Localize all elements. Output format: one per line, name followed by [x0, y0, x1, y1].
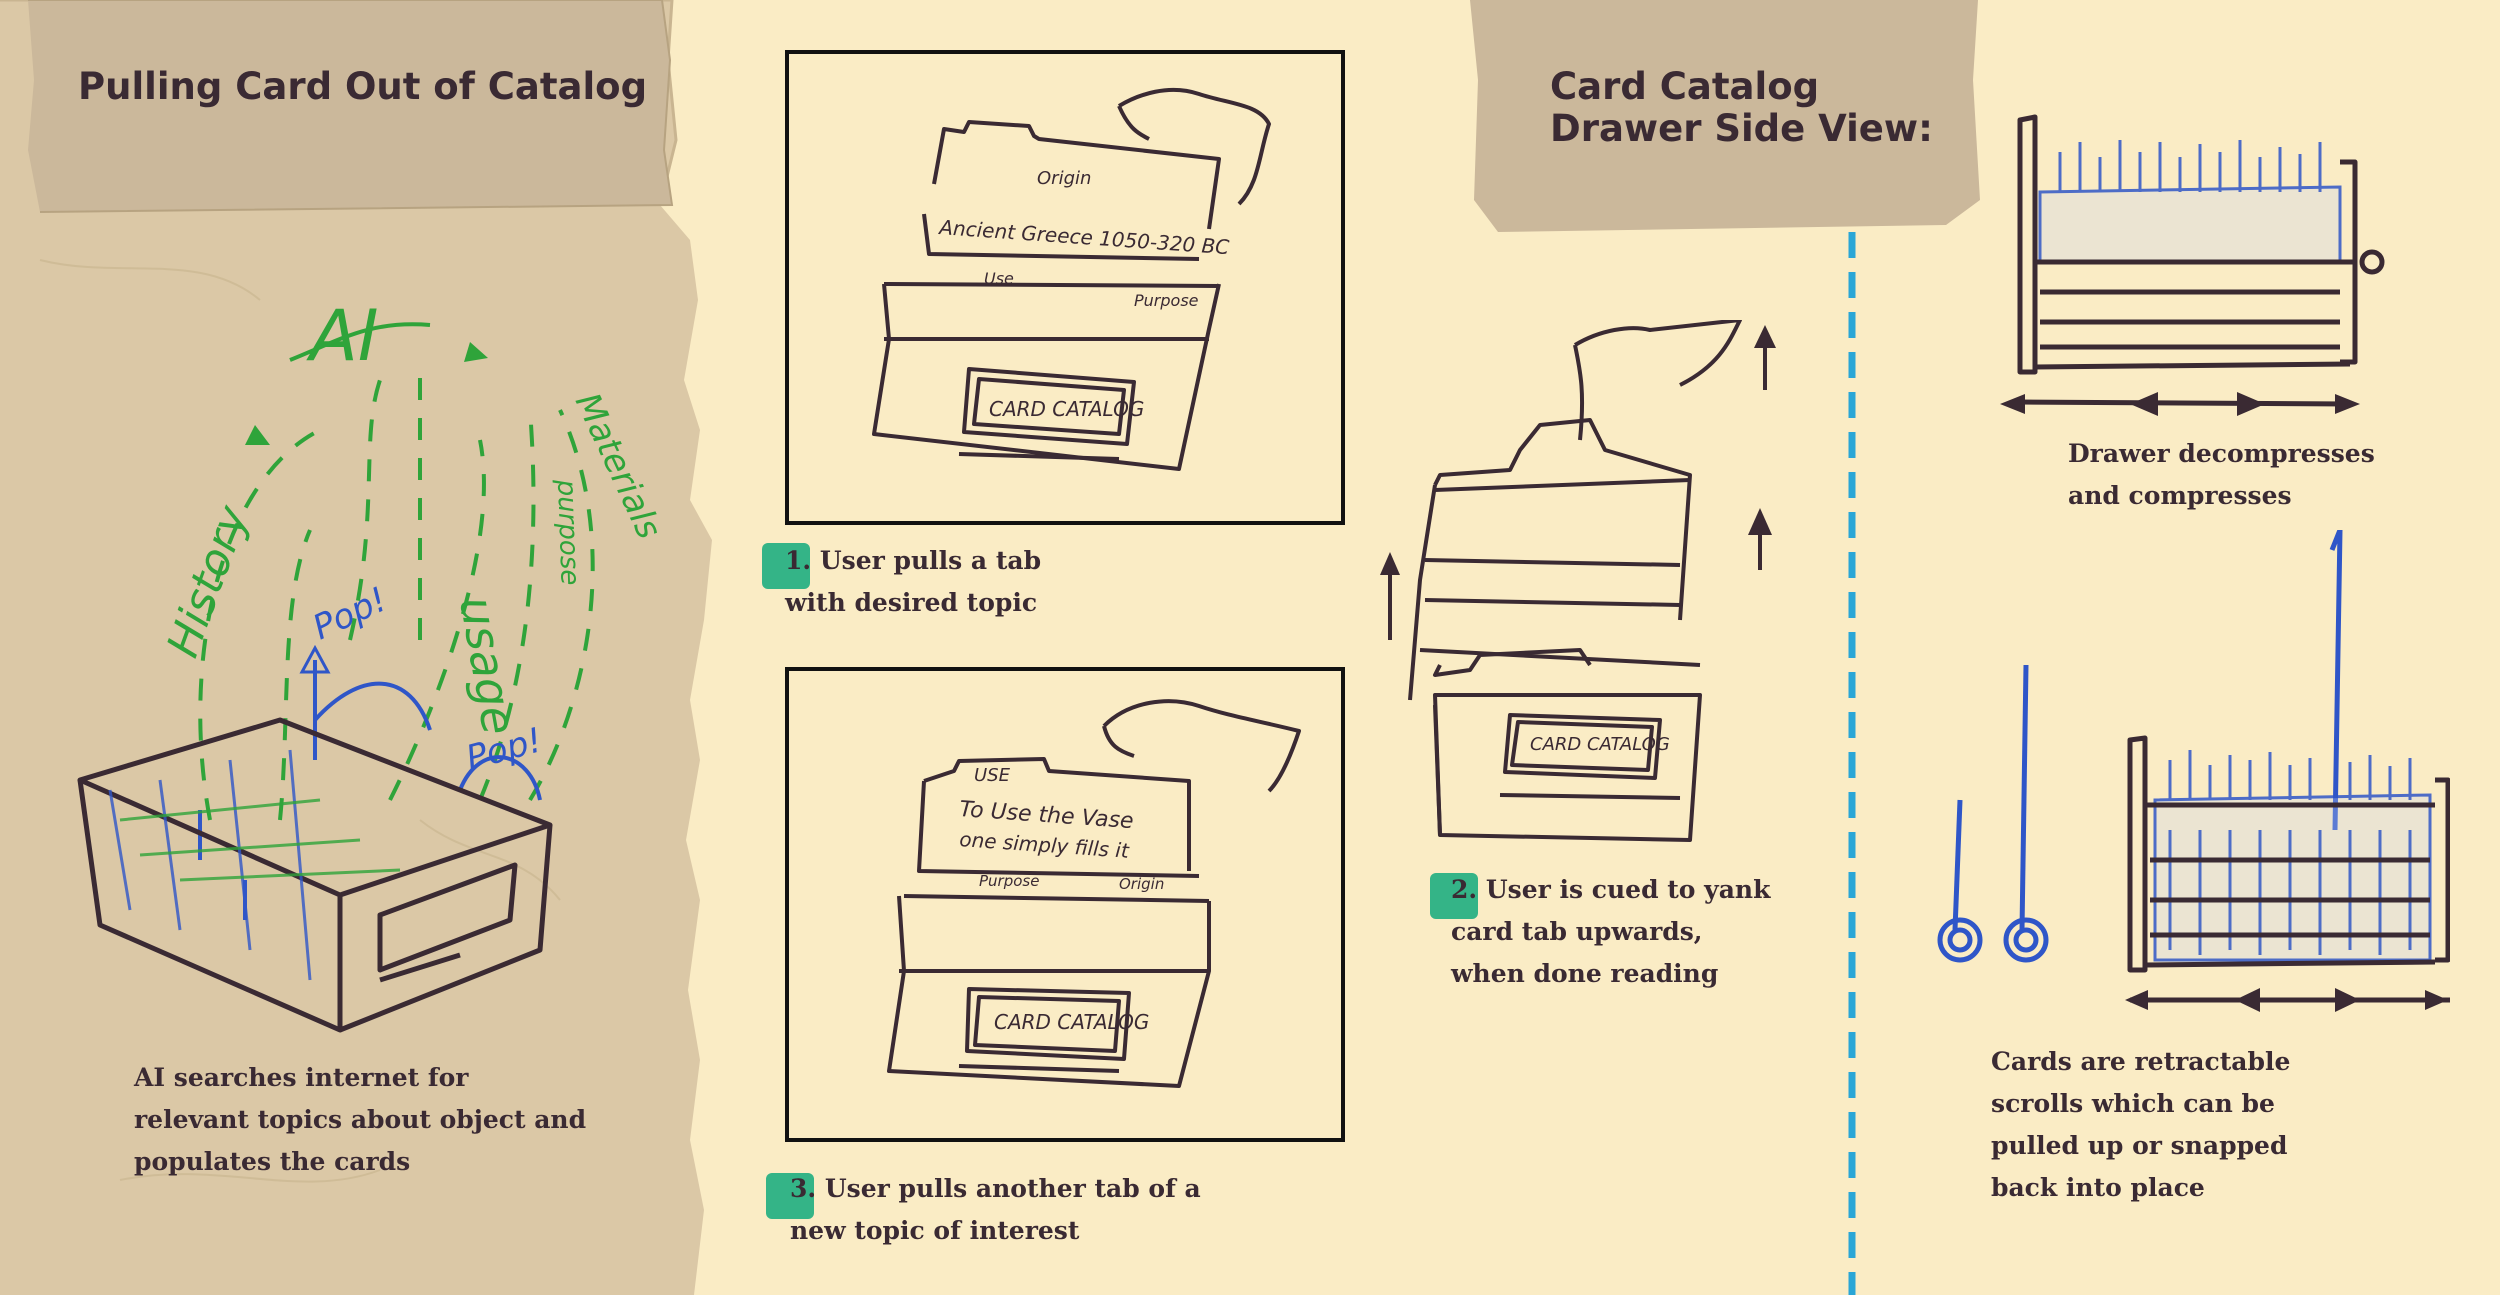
up-arrow-icon — [1380, 552, 1400, 575]
step-1-card-text: Ancient Greece 1050-320 BC — [937, 215, 1230, 259]
step-1-drawer-label: CARD CATALOG — [989, 397, 1144, 421]
card-catalog-sketch-step-1: Origin Ancient Greece 1050-320 BC Use Pu… — [872, 87, 1271, 471]
left-arrow-icon — [2130, 392, 2158, 416]
card-catalog-sketch-step-3: USE To Use the Vase one simply fills it … — [887, 699, 1301, 1088]
step-1-right-tab-label: Purpose — [1134, 291, 1199, 310]
step-2-number: 2. — [1451, 875, 1478, 904]
drawer-caption: Drawer decompresses and compresses — [2068, 439, 2375, 510]
left-panel-caption: AI searches internet for relevant topics… — [134, 1063, 587, 1176]
left-arrow-icon — [2125, 990, 2148, 1010]
side-view-title: Card Catalog Drawer Side View: — [1550, 65, 1933, 150]
dashed-divider — [1848, 232, 1856, 1295]
right-arrow-icon — [2425, 990, 2448, 1010]
up-arrow-icon — [1748, 508, 1772, 535]
step-2-caption: 2. User is cued to yank card tab upwards… — [1451, 875, 1771, 988]
left-panel-title: Pulling Card Out of Catalog — [78, 65, 648, 108]
usage-label: usage — [449, 593, 526, 739]
step-2-drawer-label: CARD CATALOG — [1530, 734, 1670, 755]
drawer-side-view-sketch — [2000, 114, 2385, 416]
left-title-paper — [28, 0, 674, 213]
up-arrow-icon — [1754, 325, 1776, 348]
step-1-badge — [762, 543, 810, 589]
green-arrow-icon — [464, 342, 488, 362]
step-3-left-tab-label: Purpose — [979, 872, 1039, 890]
step-1-tab-label: Origin — [1037, 168, 1091, 189]
right-arrow-icon — [2335, 988, 2360, 1012]
left-arrow-icon — [2000, 394, 2025, 414]
step-3-card-text-2: one simply fills it — [959, 827, 1131, 863]
step-3-drawer-label: CARD CATALOG — [994, 1010, 1149, 1034]
step-3-badge — [766, 1173, 814, 1219]
ai-label: AI — [306, 295, 379, 377]
retractable-scrolls-sketch — [1937, 530, 2450, 1012]
step-2-badge — [1430, 873, 1478, 919]
step-3-right-tab-label: Origin — [1119, 875, 1164, 893]
history-label: History — [157, 498, 259, 663]
step-1-number: 1. — [785, 546, 812, 575]
step-3-sketch-frame: USE To Use the Vase one simply fills it … — [785, 667, 1345, 1142]
step-1-caption: 1. User pulls a tab with desired topic — [785, 546, 1042, 617]
card-yank-upward-sketch: CARD CATALOG — [1380, 320, 1776, 842]
right-arrow-icon — [2335, 394, 2360, 414]
step-1-left-tab-label: Use — [984, 269, 1014, 288]
scrolls-caption: Cards are retractable scrolls which can … — [1991, 1047, 2291, 1202]
step-3-caption: 3. User pulls another tab of a new topic… — [790, 1174, 1201, 1245]
step-1-sketch-frame: Origin Ancient Greece 1050-320 BC Use Pu… — [785, 50, 1345, 525]
green-arrow-icon — [245, 425, 270, 445]
ai-populating-cards-sketch: AI History usage Materials purpose Pop! … — [77, 295, 669, 1033]
left-arrow-icon — [2235, 988, 2260, 1012]
step-3-tab-label: USE — [974, 765, 1011, 786]
right-title-paper — [1470, 0, 1980, 232]
step-3-number: 3. — [790, 1174, 817, 1203]
purpose-label: purpose — [551, 478, 585, 586]
right-arrow-icon — [2237, 392, 2265, 416]
